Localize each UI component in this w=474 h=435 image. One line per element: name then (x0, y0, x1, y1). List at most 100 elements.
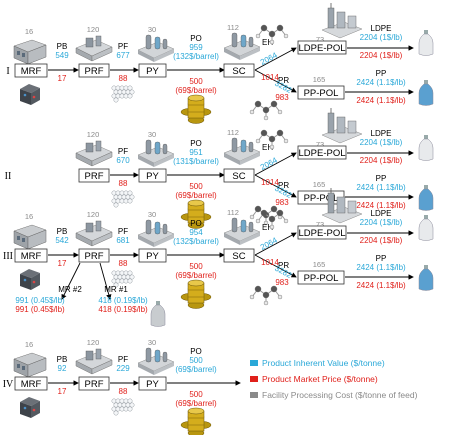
bottle-icon (418, 80, 434, 106)
pr-label: PR (278, 76, 289, 85)
po-market-note: (69$/barrel) (175, 271, 217, 280)
arrow-sc-ldpe (254, 152, 297, 176)
legend-label: Facility Processing Cost ($/tonne of fee… (262, 390, 418, 400)
pr-label: PR (278, 261, 289, 270)
pp-market: 2424 (1.1$/lb) (356, 281, 406, 290)
mrf-cost: 16 (25, 27, 33, 36)
ldpe-cost: 73 (316, 140, 324, 149)
po-value: 500 (189, 356, 203, 365)
pb-value: 92 (58, 364, 67, 373)
mrf-box (14, 376, 48, 391)
refinery-icon (321, 108, 363, 144)
pr-market: 983 (275, 93, 289, 102)
prf-label: PRF (85, 251, 104, 262)
pp-market: 2424 (1.1$/lb) (356, 201, 406, 210)
pp-cost: 165 (313, 180, 326, 189)
pf-market: 88 (119, 387, 128, 396)
sc-box (223, 63, 255, 78)
factory-icon (75, 35, 113, 62)
refinery-icon (321, 3, 363, 39)
prf-cost: 120 (87, 130, 100, 139)
pp-value: 2424 (1.1$/lb) (356, 78, 406, 87)
eh-label: EH (262, 223, 273, 232)
po-value: 959 (189, 43, 203, 52)
mr1-market: 418 (0.19$/lb) (98, 305, 148, 314)
reactor-icon (223, 32, 261, 60)
ldpe-cost: 73 (316, 35, 324, 44)
ldpe-pol-box (297, 145, 347, 160)
building-icon (13, 39, 47, 65)
reactor-icon (137, 139, 175, 167)
pellet-pile-icon (111, 190, 135, 208)
bottle-icon (150, 301, 166, 327)
py-cost: 30 (148, 210, 156, 219)
pb-label: PB (57, 42, 68, 51)
reactor-icon (137, 347, 175, 375)
po-market: 500 (189, 182, 203, 191)
po-value-note: (132$/barrel) (173, 52, 219, 61)
prf-cost: 120 (87, 210, 100, 219)
pr-market: 983 (275, 198, 289, 207)
prf-box (78, 168, 110, 183)
mr1-value: 418 (0.19$/lb) (98, 296, 148, 305)
legend: Product Inherent Value ($/tonne) Product … (250, 358, 418, 400)
ldpe-market: 2204 (1$/lb) (360, 236, 403, 245)
mrf-box (14, 248, 48, 263)
ldpe-pol-label: LDPE-POL (299, 43, 346, 54)
ldpe-pol-box (297, 40, 347, 55)
arrow-sc-pp (254, 254, 297, 278)
pf-market: 88 (119, 74, 128, 83)
pp-pol-box (297, 270, 345, 285)
eh-market: 1014 (261, 73, 279, 82)
po-market-note: (69$/barrel) (175, 191, 217, 200)
bale-icon (20, 269, 40, 290)
ldpe-market: 2204 (1$/lb) (360, 156, 403, 165)
pp-pol-label: PP-POL (304, 193, 339, 204)
legend-label: Product Market Price ($/tonne) (262, 374, 378, 384)
pp-value: 2424 (1.1$/lb) (356, 183, 406, 192)
factory-icon (75, 220, 113, 247)
bale-icon (20, 397, 40, 418)
arrow-mr2 (61, 262, 81, 300)
sc-cost: 112 (227, 23, 239, 32)
po-value: 951 (189, 148, 203, 157)
py-label: PY (146, 379, 159, 390)
pf-label: PF (118, 147, 128, 156)
pellet-pile-icon (111, 398, 135, 416)
sc-box (223, 248, 255, 263)
po-market: 500 (189, 77, 203, 86)
sc-label: SC (232, 251, 245, 262)
py-cost: 30 (148, 130, 156, 139)
legend-label: Product Inherent Value ($/tonne) (262, 358, 385, 368)
pellet-pile-icon (111, 270, 135, 288)
refinery-icon (321, 188, 363, 224)
pb-market: 17 (58, 387, 67, 396)
ldpe-product: LDPE (371, 24, 392, 33)
ldpe-pol-label: LDPE-POL (299, 228, 346, 239)
pb-market: 17 (58, 74, 67, 83)
py-cost: 30 (148, 25, 156, 34)
ldpe-value: 2204 (1$/lb) (360, 138, 403, 147)
bottle-icon (418, 215, 434, 241)
building-icon (13, 224, 47, 250)
pp-product: PP (376, 254, 387, 263)
factory-icon (75, 348, 113, 375)
prf-label: PRF (85, 171, 104, 182)
pf-value: 670 (116, 156, 130, 165)
pathway-row-i: I16MRFPB54917120PRFPF6778830PYPO959(132$… (6, 3, 434, 124)
po-value-note: (132$/barrel) (173, 237, 219, 246)
mrf-cost: 16 (25, 340, 33, 349)
pp-pol-label: PP-POL (304, 88, 339, 99)
arrow-mr1 (99, 262, 112, 300)
sc-box (223, 168, 255, 183)
eh-value: 2064 (259, 235, 279, 252)
py-box (138, 248, 167, 263)
mrf-label: MRF (21, 251, 42, 262)
py-cost: 30 (148, 338, 156, 347)
factory-icon (75, 140, 113, 167)
oil-barrel-icon (180, 279, 212, 309)
prf-label: PRF (85, 66, 104, 77)
po-market: 500 (189, 390, 203, 399)
prf-cost: 120 (87, 25, 100, 34)
